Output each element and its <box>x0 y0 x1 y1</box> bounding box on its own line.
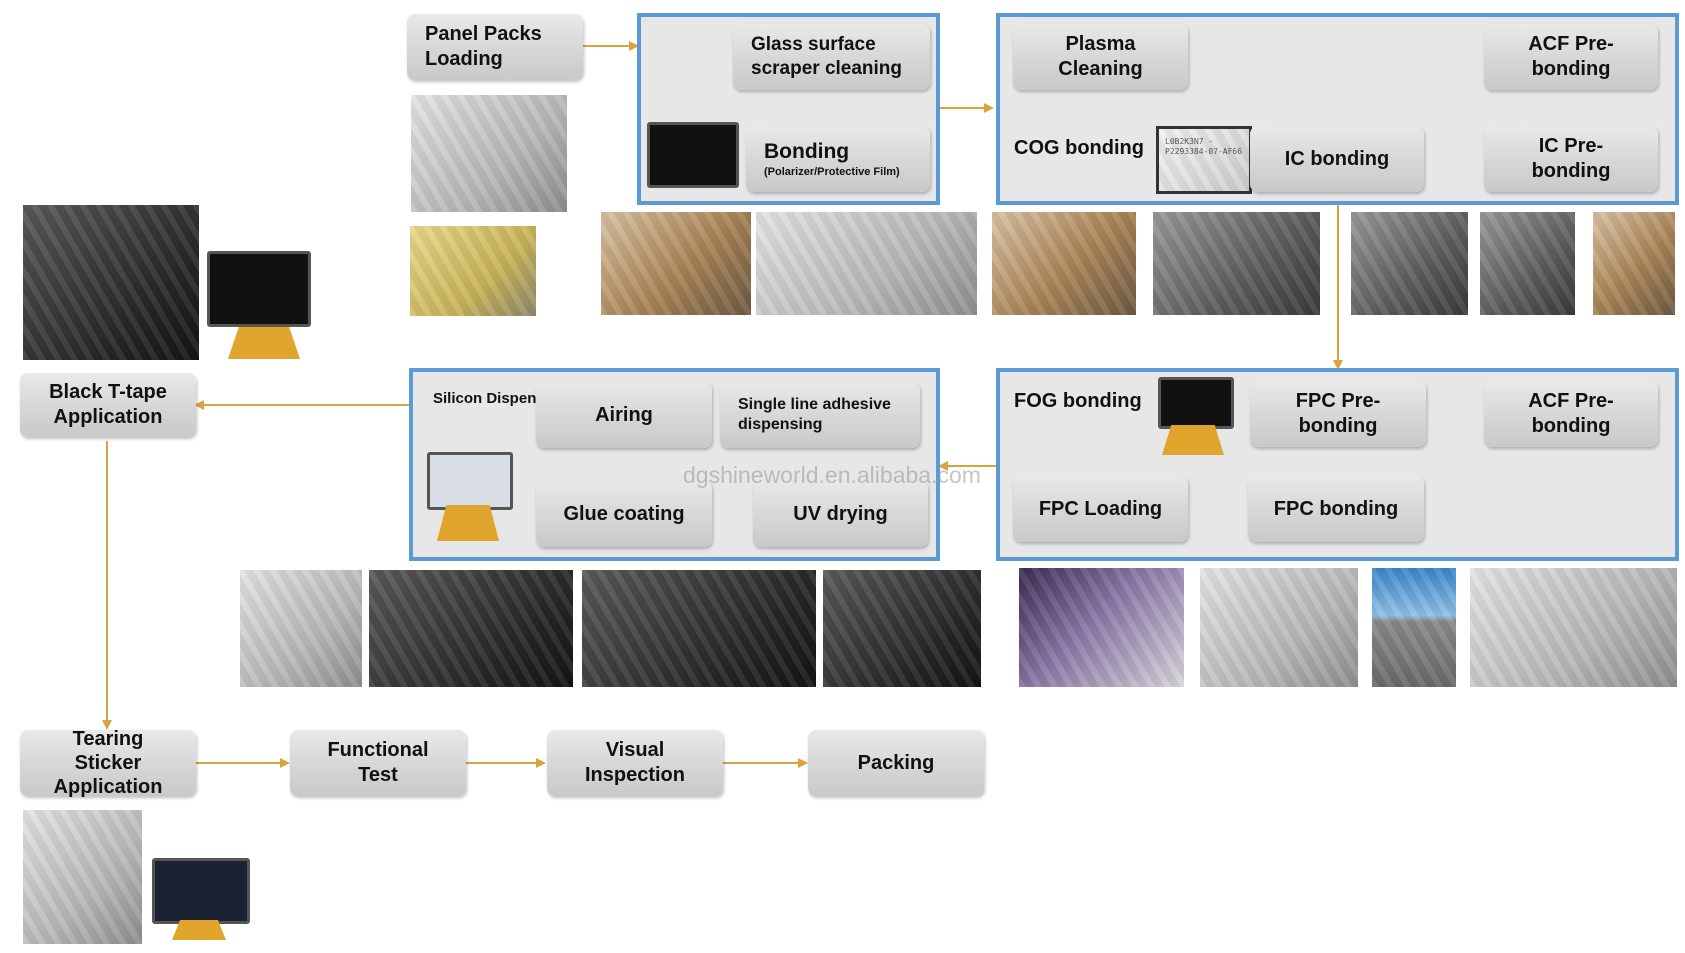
acf-prebonding-2-label: ACF Pre- bonding <box>1528 390 1614 437</box>
process-photo-10 <box>582 570 816 687</box>
glue-coating-label: Glue coating <box>563 502 685 525</box>
fog-bonding-label: FOG bonding <box>1014 390 1142 412</box>
plasma-cleaning-label: Plasma Cleaning <box>1058 33 1143 80</box>
process-photo-4 <box>1153 212 1320 315</box>
single-line-label: Single line adhesive dispensing <box>738 396 891 433</box>
process-photo-2 <box>756 212 977 315</box>
tearing-sticker-label: Tearing Sticker Application <box>53 728 163 798</box>
process-photo-1 <box>601 212 751 315</box>
fog-panel-fpc <box>1162 425 1224 455</box>
visual-inspection-box: Visual Inspection <box>547 730 723 796</box>
ic-prebonding-box: IC Pre- bonding <box>1484 126 1658 192</box>
process-photo-12 <box>1019 568 1184 687</box>
cog-chip-photo: L0B2K3N7 · P2293384-07-AF66 <box>1156 126 1252 194</box>
black-t-tape-box: Black T-tape Application <box>20 373 196 437</box>
glass-cleaning-box: Glass surface scraper cleaning <box>733 24 930 90</box>
acf-prebonding-label: ACF Pre- bonding <box>1528 33 1614 80</box>
panel-loading-photo <box>411 95 567 212</box>
finished-panel-fpc <box>172 920 226 940</box>
fpc-loading-box: FPC Loading <box>1013 476 1188 542</box>
acf-prebonding-box: ACF Pre- bonding <box>1484 24 1658 90</box>
ic-prebonding-label: IC Pre- bonding <box>1531 135 1611 182</box>
airing-label: Airing <box>595 403 653 426</box>
visual-inspection-label: Visual Inspection <box>584 739 685 786</box>
bonded-panel-photo <box>647 122 739 188</box>
black-t-tape-label: Black T-tape Application <box>49 381 167 428</box>
tearing-sticker-box: Tearing Sticker Application <box>20 728 196 798</box>
silicon-dispensing-label: Silicon Dispensing <box>433 390 568 407</box>
ic-bonding-box: IC bonding <box>1250 126 1424 192</box>
silicon-panel-photo <box>427 452 513 510</box>
process-photo-7 <box>1593 212 1675 315</box>
cog-bonding-label: COG bonding <box>1014 137 1144 159</box>
acf-prebonding-2-box: ACF Pre- bonding <box>1484 381 1658 447</box>
process-photo-8 <box>240 570 362 687</box>
fpc-loading-label: FPC Loading <box>1038 497 1163 520</box>
process-photo-11 <box>823 570 981 687</box>
single-line-box: Single line adhesive dispensing <box>720 382 920 448</box>
tape-panel-photo <box>207 251 311 327</box>
process-photo-3 <box>992 212 1136 315</box>
panel-closeup-photo <box>410 226 536 316</box>
tearing-machine-photo <box>23 810 142 944</box>
watermark: dgshineworld.en.alibaba.com <box>683 462 981 488</box>
bonding-text: Bonding (Polarizer/Protective Film) <box>764 139 900 179</box>
tape-machine-photo <box>23 205 199 360</box>
cog-chip-text: L0B2K3N7 · P2293384-07-AF66 <box>1165 137 1243 156</box>
finished-panel-photo <box>152 858 250 924</box>
glue-coating-box: Glue coating <box>536 481 712 547</box>
bonding-sub-label: (Polarizer/Protective Film) <box>764 166 900 178</box>
uv-drying-label: UV drying <box>793 502 888 525</box>
process-photo-5 <box>1351 212 1468 315</box>
fpc-prebonding-label: FPC Pre- bonding <box>1295 390 1381 437</box>
tape-panel-fpc <box>228 327 300 359</box>
process-photo-15 <box>1470 568 1677 687</box>
panel-packs-loading-box: Panel Packs Loading <box>407 14 583 80</box>
process-photo-14 <box>1372 568 1456 687</box>
fpc-prebonding-box: FPC Pre- bonding <box>1250 381 1426 447</box>
plasma-cleaning-box: Plasma Cleaning <box>1013 24 1188 90</box>
functional-test-label: Functional Test <box>327 739 429 786</box>
uv-drying-box: UV drying <box>753 481 928 547</box>
packing-box: Packing <box>808 730 984 796</box>
process-photo-9 <box>369 570 573 687</box>
fpc-bonding-box: FPC bonding <box>1248 476 1424 542</box>
bonding-box: Bonding (Polarizer/Protective Film) <box>746 126 930 192</box>
fog-panel-photo <box>1158 377 1234 429</box>
process-photo-13 <box>1200 568 1358 687</box>
silicon-panel-fpc <box>437 505 499 541</box>
bonding-label: Bonding <box>764 140 850 163</box>
packing-label: Packing <box>857 751 935 774</box>
glass-cleaning-label: Glass surface scraper cleaning <box>751 34 903 79</box>
process-photo-6 <box>1480 212 1575 315</box>
ic-bonding-label: IC bonding <box>1284 147 1390 170</box>
functional-test-box: Functional Test <box>290 730 466 796</box>
airing-box: Airing <box>536 382 712 448</box>
fpc-bonding-label: FPC bonding <box>1273 497 1399 520</box>
panel-packs-loading-label: Panel Packs Loading <box>425 23 542 70</box>
